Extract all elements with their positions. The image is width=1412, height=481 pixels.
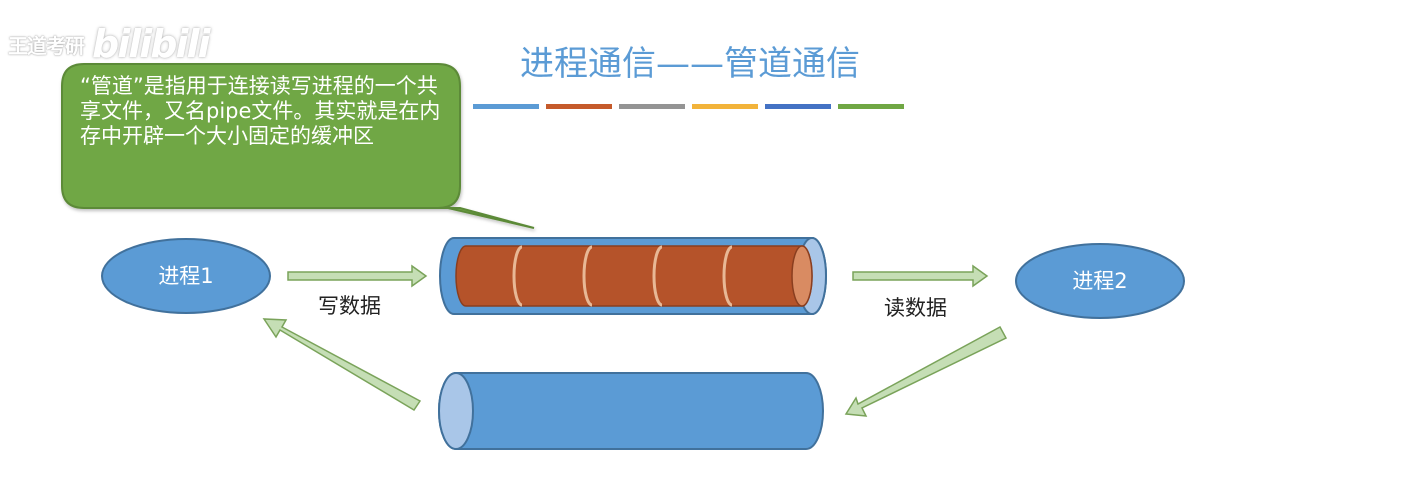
lower-pipe-end	[438, 372, 474, 450]
color-bar-6	[838, 104, 904, 109]
upper-pipe	[439, 237, 827, 315]
color-bar-5	[765, 104, 831, 109]
write-arrow-shape	[287, 264, 428, 288]
color-bar-4	[692, 104, 758, 109]
callout-text: “管道”是指用于连接读写进程的一个共享文件，又名pipe文件。其实就是在内存中开…	[80, 74, 441, 148]
process1-label: 进程1	[158, 264, 213, 288]
watermark: 王道考研 bilibili	[8, 22, 211, 66]
buffer-body	[455, 245, 813, 307]
lower-pipe	[438, 372, 824, 450]
slide-title: 进程通信——管道通信	[520, 44, 860, 84]
process1-ellipse	[101, 238, 271, 314]
lower-pipe-body	[438, 372, 824, 450]
return-arrow-left	[262, 318, 422, 412]
return-arrow-right	[844, 325, 1008, 417]
color-bar-2	[546, 104, 612, 109]
process1-node: 进程1	[101, 238, 271, 314]
process2-node: 进程2	[1015, 243, 1185, 319]
title-color-bars	[473, 104, 904, 109]
buffer-segment-1	[512, 245, 523, 307]
watermark-text: 王道考研	[8, 33, 85, 58]
buffer-segments	[512, 245, 733, 307]
return-arrow-right-shape	[844, 325, 1008, 417]
read-label: 读数据	[884, 296, 947, 320]
callout-shape	[61, 63, 535, 229]
buffer-segment-4	[722, 245, 733, 307]
watermark-logo: bilibili	[92, 22, 211, 66]
color-bar-3	[619, 104, 685, 109]
process2-label: 进程2	[1072, 269, 1127, 293]
write-label: 写数据	[318, 294, 381, 318]
color-bar-1	[473, 104, 539, 109]
write-arrow	[287, 264, 428, 288]
process2-ellipse	[1015, 243, 1185, 319]
return-arrow-left-shape	[262, 318, 422, 412]
callout-bubble	[61, 63, 535, 229]
buffer-end	[791, 245, 813, 307]
read-arrow-shape	[852, 264, 989, 288]
buffer-segment-3	[652, 245, 663, 307]
buffer-segment-2	[582, 245, 593, 307]
read-arrow	[852, 264, 989, 288]
